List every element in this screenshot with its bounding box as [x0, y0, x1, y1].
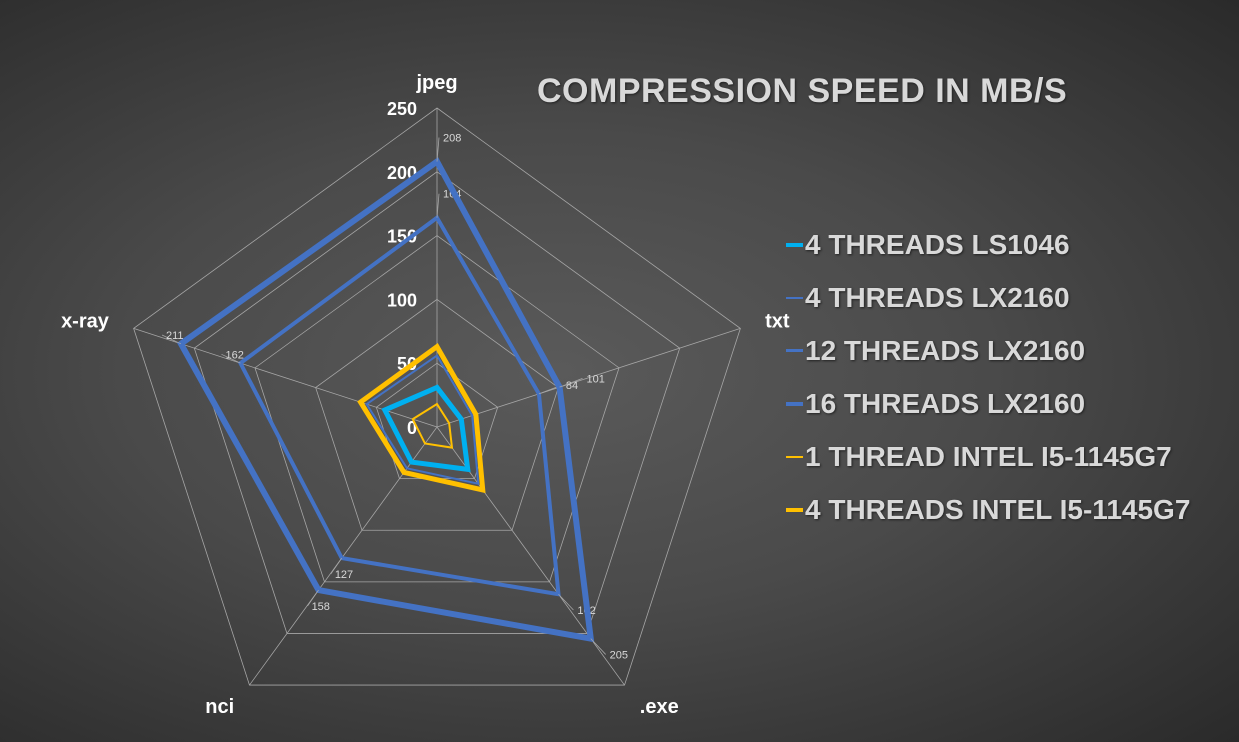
legend-marker: [786, 507, 803, 512]
legend-marker: [786, 296, 803, 299]
data-label: 162: [225, 349, 243, 361]
legend-marker: [786, 242, 803, 247]
axis-spoke: [436, 328, 741, 428]
data-label-leader: [161, 334, 182, 345]
data-label-leader: [307, 589, 319, 607]
category-label-xray: x-ray: [61, 310, 110, 332]
legend-item: 4 THREADS LS1046: [786, 218, 1190, 271]
data-label-leader: [558, 593, 574, 611]
grid-ring: [133, 107, 741, 686]
legend-marker: [786, 455, 803, 458]
series-line-1: [365, 354, 480, 486]
chart-title: COMPRESSION SPEED IN MB/S: [537, 72, 1068, 110]
data-label: 127: [335, 569, 353, 581]
category-label-exe: .exe: [640, 696, 679, 718]
legend-label: 16 THREADS LX2160: [805, 387, 1086, 419]
data-label-leader: [436, 137, 440, 162]
data-label: 211: [166, 330, 184, 342]
category-label-jpeg: jpeg: [415, 72, 457, 94]
axis-spoke: [249, 426, 438, 686]
category-label-nci: nci: [205, 696, 234, 718]
legend-item: 4 THREADS INTEL I5-1145G7: [786, 483, 1190, 536]
legend-label: 4 THREADS LS1046: [805, 228, 1070, 260]
legend-label: 4 THREADS LX2160: [805, 281, 1070, 313]
data-label: 205: [610, 649, 628, 661]
legend-item: 4 THREADS LX2160: [786, 271, 1190, 324]
legend-item: 1 THREAD INTEL I5-1145G7: [786, 430, 1190, 483]
legend-label: 1 THREAD INTEL I5-1145G7: [805, 440, 1172, 472]
data-label-leader: [559, 378, 583, 388]
data-label: 84: [566, 380, 578, 392]
series-line-4: [411, 402, 454, 449]
legend-label: 12 THREADS LX2160: [805, 334, 1086, 366]
series-line-3: [177, 157, 595, 643]
grid-ring: [193, 171, 681, 634]
series-line-2: [237, 214, 561, 597]
data-label-leader: [590, 638, 606, 655]
legend-label: 4 THREADS INTEL I5-1145G7: [805, 493, 1191, 525]
grid-ring: [315, 298, 559, 531]
category-label-txt: txt: [765, 310, 790, 332]
data-label: 101: [586, 373, 604, 385]
data-label-leader: [436, 193, 440, 218]
data-label-leader: [221, 353, 241, 364]
tick-label: 150: [387, 227, 417, 247]
legend-item: 12 THREADS LX2160: [786, 324, 1190, 377]
tick-label: 250: [387, 99, 417, 119]
legend-marker: [786, 349, 803, 352]
series-line-5: [357, 342, 486, 494]
data-label: 158: [312, 601, 330, 613]
data-label-leader: [330, 557, 343, 575]
tick-label: 0: [407, 418, 417, 438]
legend: 4 THREADS LS1046 4 THREADS LX2160 12 THREA…: [786, 218, 1190, 536]
series-line-0: [381, 384, 471, 473]
legend-marker: [786, 401, 803, 406]
legend-item: 16 THREADS LX2160: [786, 377, 1190, 430]
tick-label: 100: [387, 290, 417, 310]
grid-ring: [254, 235, 620, 583]
data-label: 208: [443, 133, 461, 145]
